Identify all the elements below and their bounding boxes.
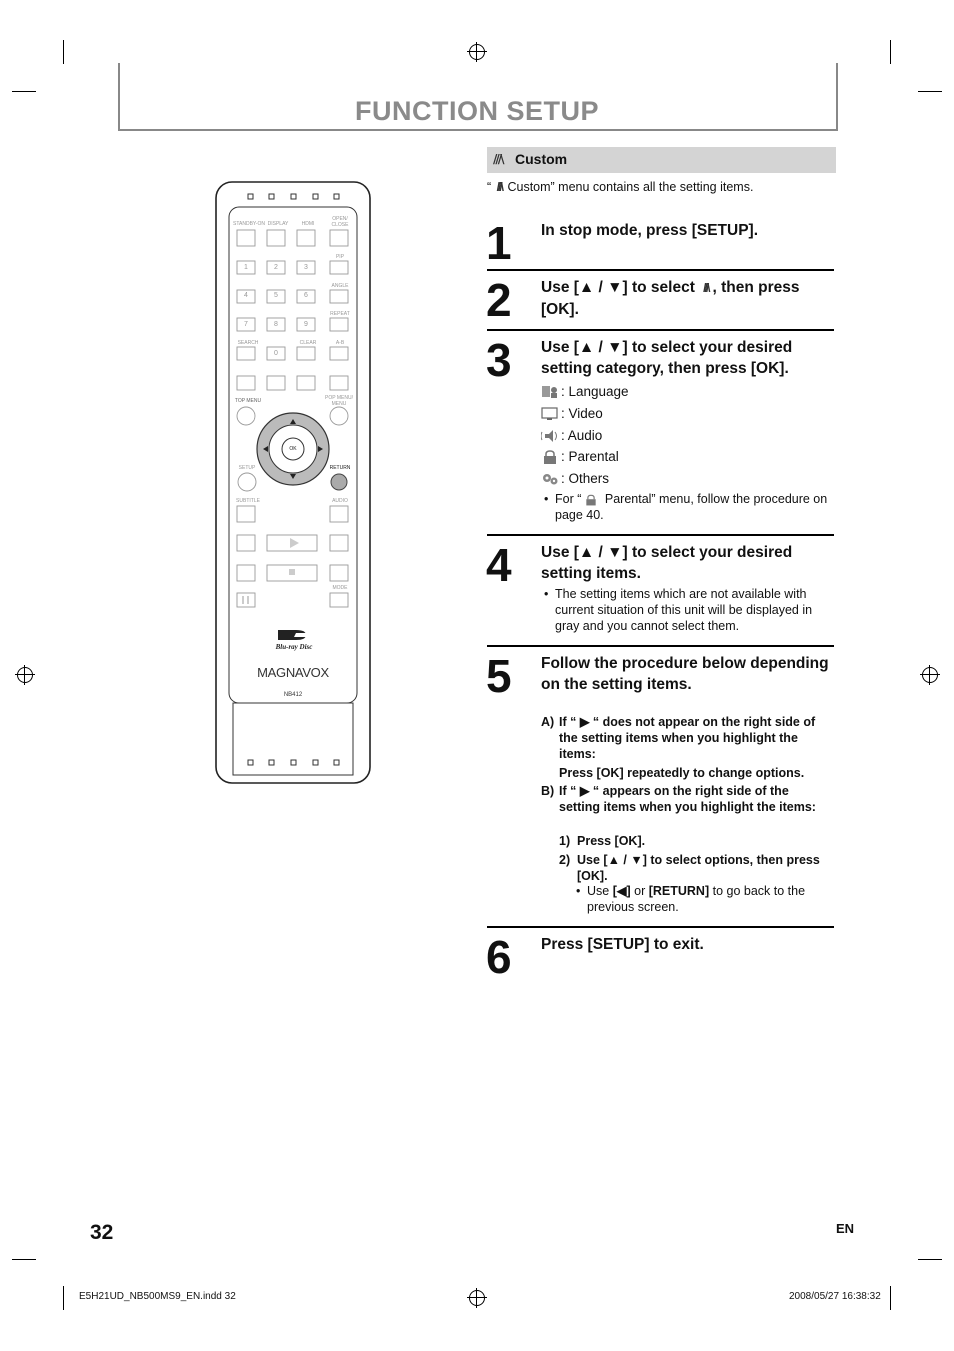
step-number: 3 [486, 334, 512, 386]
option-a-text: If “ ▶ “ does not appear on the right si… [559, 715, 816, 761]
step-divider [487, 329, 834, 331]
remote-label-mode: MODE [332, 585, 348, 591]
crop-mark [918, 1259, 942, 1260]
remote-label-pip: PIP [335, 254, 345, 260]
remote-digit-7: 7 [244, 321, 248, 328]
option-b2-note: • Use [◀] or [RETURN] to go back to the … [576, 884, 806, 914]
option-b-label: B) [541, 784, 555, 798]
page-title: FUNCTION SETUP [354, 96, 599, 126]
step-instruction: Use [▲ / ▼] to select your desired setti… [541, 544, 793, 582]
footer-file: E5H21UD_NB500MS9_EN.indd 32 [79, 1291, 236, 1302]
section-heading-bar: ///\ Custom [487, 147, 836, 173]
disc-logo: Blu-ray Disc [275, 643, 313, 651]
remote-label-audio: AUDIO [332, 498, 348, 504]
language-code: EN [836, 1221, 855, 1236]
option-b1-text: Press [OK]. [577, 834, 646, 848]
video-icon [541, 407, 558, 421]
remote-label-search: SEARCH [237, 340, 259, 346]
category-parental: : Parental [541, 447, 619, 467]
remote-control-illustration [215, 181, 371, 784]
registration-mark-icon [467, 1288, 487, 1308]
remote-label-angle: ANGLE [331, 283, 349, 289]
header-frame [118, 63, 838, 131]
remote-label-hdmi: HDMI [301, 221, 315, 227]
crop-mark [63, 1286, 64, 1310]
remote-brand: MAGNAVOX [257, 665, 329, 680]
remote-digit-2: 2 [274, 264, 278, 271]
remote-model: NB412 [283, 692, 303, 698]
remote-label-ab: A-B [335, 340, 345, 346]
option-a-label: A) [541, 715, 555, 729]
remote-digit-9: 9 [304, 321, 308, 328]
category-language: : Language [541, 382, 629, 402]
remote-label-open-close: OPEN/ CLOSE [331, 216, 349, 228]
remote-digit-3: 3 [304, 264, 308, 271]
page-number: 32 [90, 1221, 114, 1244]
remote-label-subtitle: SUBTITLE [236, 498, 260, 504]
step-instruction: Use [▲ / ▼] to select ///\, then press [… [541, 279, 800, 318]
audio-icon [541, 430, 557, 443]
step-number: 5 [486, 650, 512, 702]
remote-label-popup-menu: POP MENU/ MENU [325, 395, 353, 407]
step-instruction: Use [▲ / ▼] to select your desired setti… [541, 339, 793, 377]
section-intro: “ ///\ Custom” menu contains all the set… [487, 180, 754, 194]
remote-digit-6: 6 [304, 292, 308, 299]
remote-digit-8: 8 [274, 321, 278, 328]
crop-mark [890, 1286, 891, 1310]
remote-digit-5: 5 [274, 292, 278, 299]
step-number: 2 [486, 274, 512, 326]
step-divider [487, 926, 834, 928]
lock-icon [586, 494, 597, 506]
crop-mark [12, 91, 36, 92]
remote-label-top-menu: TOP MENU [234, 398, 262, 404]
custom-icon: ///\ [493, 152, 504, 166]
step-divider [487, 645, 834, 647]
remote-label-clear: CLEAR [299, 340, 317, 346]
step-instruction: Press [SETUP] to exit. [541, 936, 704, 953]
step-divider [487, 269, 834, 271]
step-divider [487, 534, 834, 536]
crop-mark [918, 91, 942, 92]
lock-icon [544, 450, 556, 465]
section-heading: Custom [515, 151, 568, 167]
gear-icon [543, 474, 558, 485]
crop-mark [12, 1259, 36, 1260]
registration-mark-icon [920, 665, 940, 685]
category-others: : Others [541, 469, 609, 489]
remote-label-return: RETURN [329, 465, 351, 471]
remote-digit-1: 1 [244, 264, 248, 271]
option-b-text: If “ ▶ “ appears on the right side of th… [559, 784, 816, 814]
remote-digit-4: 4 [244, 292, 248, 299]
step-number: 4 [486, 539, 512, 591]
custom-icon: ///\ [496, 180, 504, 194]
option-b2-label: 2) [559, 853, 571, 867]
language-icon [542, 386, 557, 399]
option-a-action: Press [OK] repeatedly to change options. [559, 766, 805, 780]
remote-digit-0: 0 [274, 350, 278, 357]
option-b1-label: 1) [559, 834, 571, 848]
crop-mark [63, 40, 64, 64]
step-instruction: In stop mode, press [SETUP]. [541, 222, 759, 239]
remote-label-repeat: REPEAT [330, 311, 350, 317]
step-number: 1 [486, 217, 512, 269]
crop-mark [890, 40, 891, 64]
step-number: 6 [486, 931, 512, 983]
custom-icon: ///\ [703, 281, 710, 295]
step-note: • The setting items which are not availa… [544, 587, 813, 633]
category-audio: : Audio [541, 426, 602, 446]
remote-label-display: DISPLAY [267, 221, 289, 227]
category-video: : Video [541, 404, 603, 424]
disc-logo-icon [278, 630, 312, 640]
step-instruction: Follow the procedure below depending on … [541, 655, 829, 693]
registration-mark-icon [467, 42, 487, 62]
remote-label-setup: SETUP [238, 465, 256, 471]
option-b2-text: Use [▲ / ▼] to select options, then pres… [577, 853, 820, 883]
footer-timestamp: 2008/05/27 16:38:32 [789, 1291, 881, 1302]
step-note: • For “ Parental” menu, follow the proce… [544, 492, 828, 522]
remote-label-standby: STANDBY-ON [233, 221, 265, 227]
registration-mark-icon [15, 665, 35, 685]
remote-label-ok: OK [289, 446, 297, 452]
